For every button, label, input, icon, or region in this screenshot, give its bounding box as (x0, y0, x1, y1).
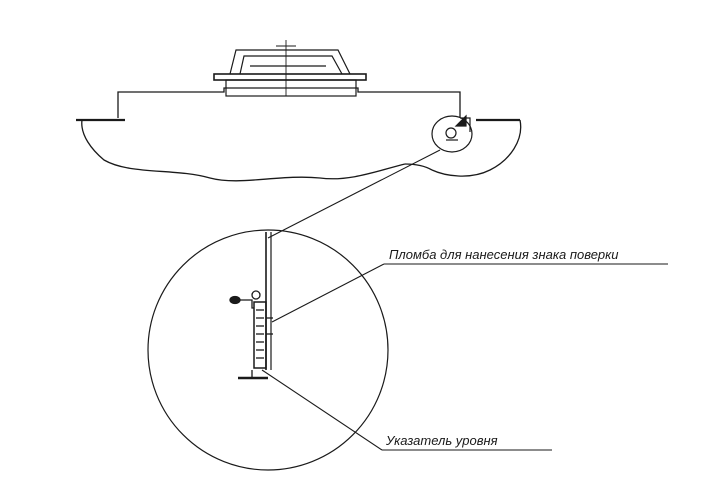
seal-callout (271, 263, 668, 323)
level-indicator-label: Указатель уровня (386, 433, 498, 448)
detail-marker (431, 114, 473, 153)
detail-view-circle (147, 229, 389, 471)
level-indicator-assembly (229, 232, 273, 380)
detail-leader-line (267, 149, 441, 239)
tank-body (76, 87, 522, 182)
seal-label: Пломба для нанесения знака поверки (389, 247, 619, 262)
manhole-cover (213, 40, 367, 97)
level-indicator-callout (261, 369, 552, 451)
